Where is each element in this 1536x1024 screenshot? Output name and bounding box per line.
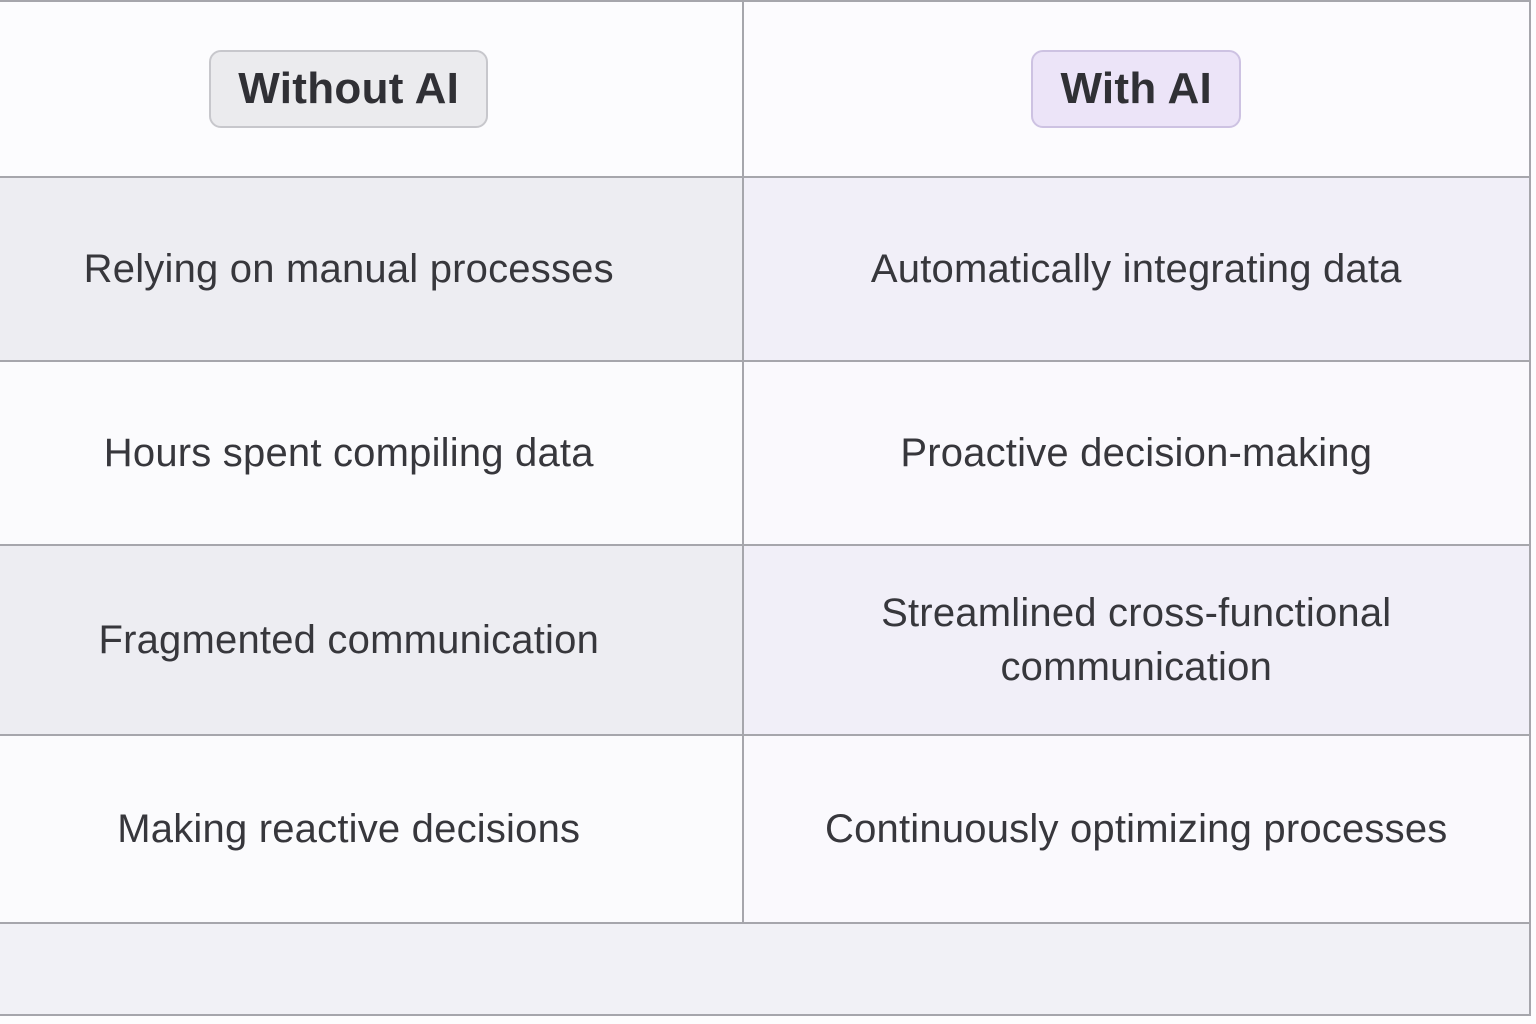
with-ai-badge: With AI [1031,50,1242,128]
table-cell-without-row-4: Making reactive decisions [0,736,742,922]
table-cell-without-row-2: Hours spent compiling data [0,362,742,544]
header-cell-with: With AI [743,2,1529,176]
table-cell-without-row-1: Relying on manual processes [0,178,742,360]
without-ai-badge: Without AI [209,50,489,128]
table-footer-row [0,924,1529,1014]
table-cell-with-row-3: Streamlined cross-functional communicati… [743,546,1529,734]
table-cell-with-row-4: Continuously optimizing processes [743,736,1529,922]
table-cell-without-row-3: Fragmented communication [0,546,742,734]
table-cell-with-row-1: Automatically integrating data [743,178,1529,360]
header-cell-without: Without AI [0,2,742,176]
table-cell-with-row-2: Proactive decision-making [743,362,1529,544]
